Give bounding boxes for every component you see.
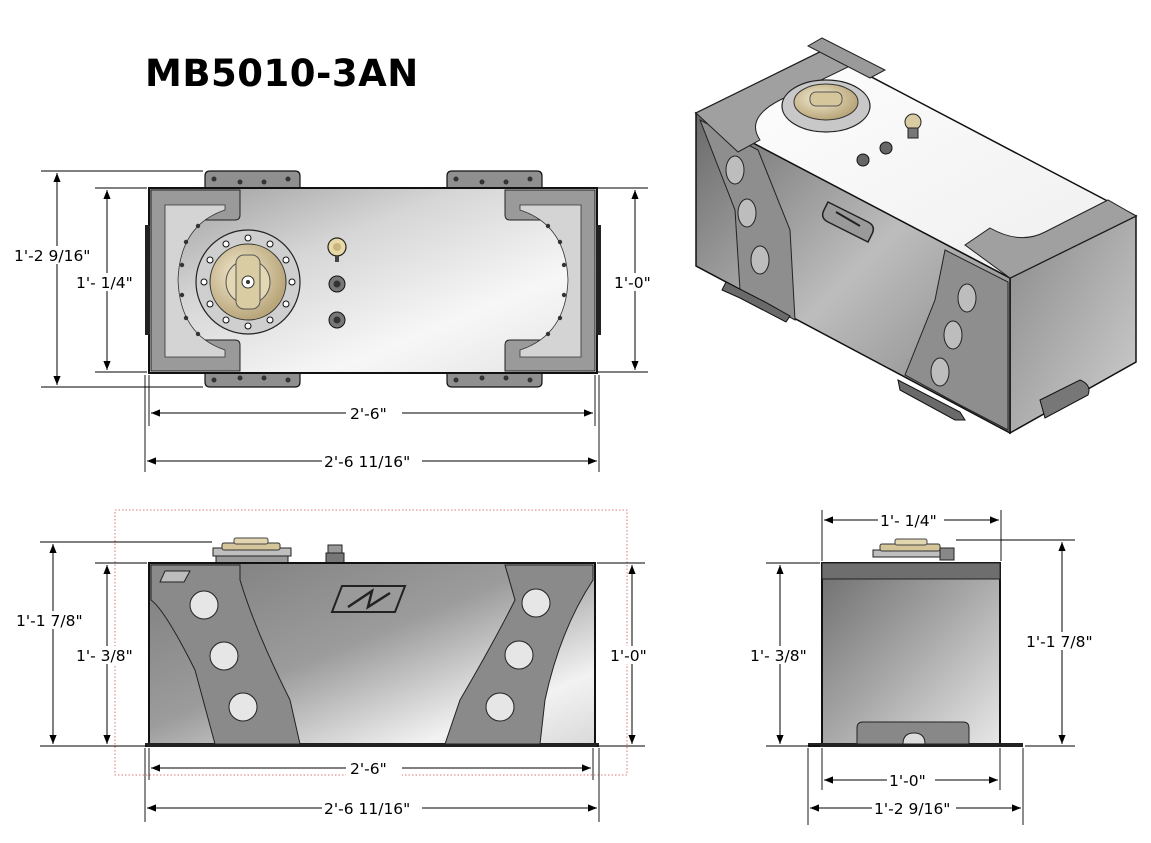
side-body-width-label: 1'-0" (889, 772, 926, 790)
front-body-height-label: 1'-0" (610, 647, 647, 665)
isometric-view (694, 37, 1138, 435)
top-body-height-label: 1'-0" (614, 274, 651, 292)
front-view-dimensions: 1'-1 7/8" 1'- 3/8" 1'-0" 2'-6" 2'-6 11/1… (14, 541, 654, 822)
side-view-fuel-cap (872, 538, 955, 561)
front-body-length-label: 2'-6" (350, 760, 387, 778)
top-view-vent-fitting (327, 237, 347, 262)
top-view-an-fitting-1 (328, 275, 346, 293)
front-view-logo (330, 585, 407, 613)
front-view-vent-fitting (325, 544, 345, 564)
front-view-fuel-cap (212, 537, 292, 564)
side-view: 1'- 1/4" 1'- 3/8" 1'-1 7/8" 1'-0" 1'-2 9… (748, 510, 1104, 825)
top-overall-length-label: 2'-6 11/16" (324, 453, 410, 471)
top-inner-height-label: 1'- 1/4" (76, 274, 133, 292)
front-view-right-bracket (444, 564, 594, 745)
side-top-width-label: 1'- 1/4" (880, 512, 937, 530)
top-body-length-label: 2'-6" (350, 405, 387, 423)
top-view-flange-bolts (200, 234, 296, 330)
front-inner-height-label: 1'- 3/8" (76, 647, 133, 665)
top-view: 1'-2 9/16" 1'- 1/4" 1'-0" 2'-6" 2'-6 11/… (12, 170, 658, 472)
front-view-left-bracket (150, 564, 301, 745)
side-view-body (821, 562, 1001, 747)
front-view: 1'-1 7/8" 1'- 3/8" 1'-0" 2'-6" 2'-6 11/1… (14, 509, 654, 822)
top-view-mounting-tabs (204, 170, 543, 388)
top-overall-height-label: 1'-2 9/16" (14, 247, 90, 265)
top-view-dimensions: 1'-2 9/16" 1'- 1/4" 1'-0" 2'-6" 2'-6 11/… (12, 170, 658, 472)
top-view-right-bracket (504, 189, 596, 372)
side-overall-width-label: 1'-2 9/16" (874, 800, 950, 818)
top-view-fuel-cap (195, 229, 301, 335)
side-inner-height-label: 1'- 3/8" (750, 647, 807, 665)
side-view-dimensions: 1'- 1/4" 1'- 3/8" 1'-1 7/8" 1'-0" 1'-2 9… (748, 510, 1104, 825)
drawing-title: MB5010-3AN (145, 52, 419, 95)
top-view-left-bracket (150, 189, 241, 372)
top-view-an-fitting-2 (328, 311, 346, 329)
side-overall-height-label: 1'-1 7/8" (1026, 633, 1093, 651)
front-overall-length-label: 2'-6 11/16" (324, 800, 410, 818)
front-overall-height-label: 1'-1 7/8" (16, 612, 83, 630)
